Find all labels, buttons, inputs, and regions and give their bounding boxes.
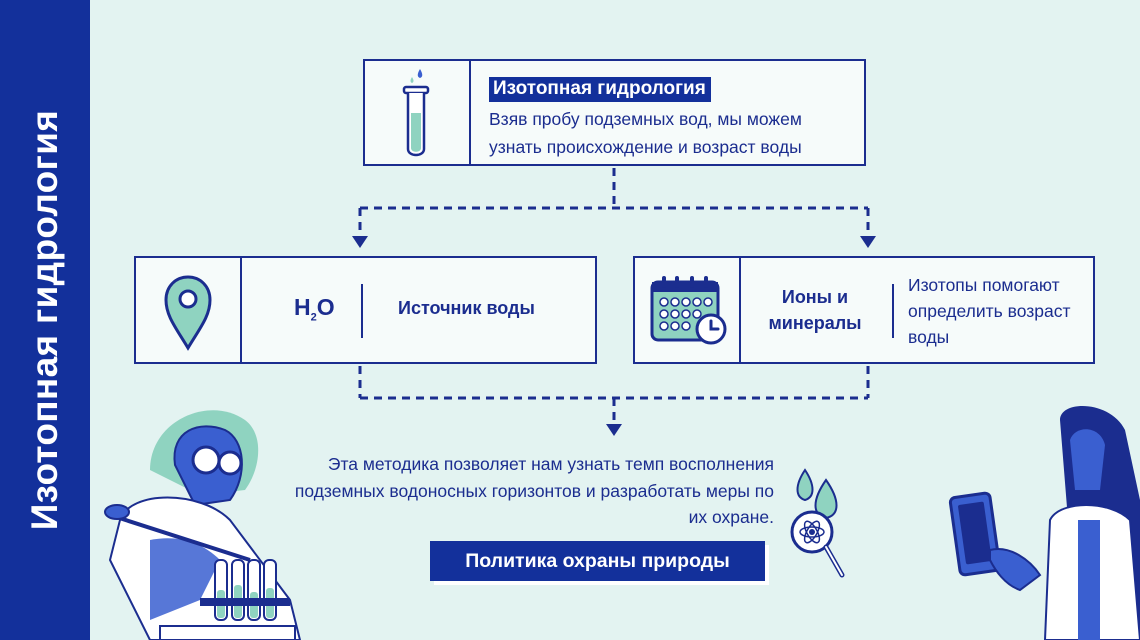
methodology-text: Эта методика позволяет нам узнать темп в… [294,454,774,527]
arrow-down-right-icon [860,236,876,248]
divider [361,284,363,338]
environment-policy-button[interactable]: Политика охраны природы [430,541,765,581]
water-drops-magnifier-icon [790,468,845,578]
top-box-description: Взяв пробу подземных вод, мы можем узнат… [489,109,802,157]
scientist-left-illustration [104,410,302,640]
location-pin-icon [136,258,242,362]
top-box-title: Изотопная гидрология [489,77,711,102]
sidebar: Изотопная гидрология [0,0,90,640]
ions-minerals-label: Ионы и минералы [768,287,862,333]
scientist-right-illustration [948,406,1140,640]
divider [892,284,894,338]
calendar-icon [635,258,741,362]
arrow-down-center-icon [606,424,622,436]
isotope-hydrology-box: Изотопная гидрология Взяв пробу подземны… [363,59,866,166]
isotopes-description: Изотопы помогают определить возраст воды [908,275,1071,347]
h2o-label: H2O [294,294,335,324]
water-source-box: H2O Источник воды [134,256,597,364]
test-tube-icon [365,61,471,164]
arrow-down-left-icon [352,236,368,248]
water-source-label: Источник воды [398,298,535,318]
ions-minerals-box: Ионы и минералы Изотопы помогают определ… [633,256,1095,364]
